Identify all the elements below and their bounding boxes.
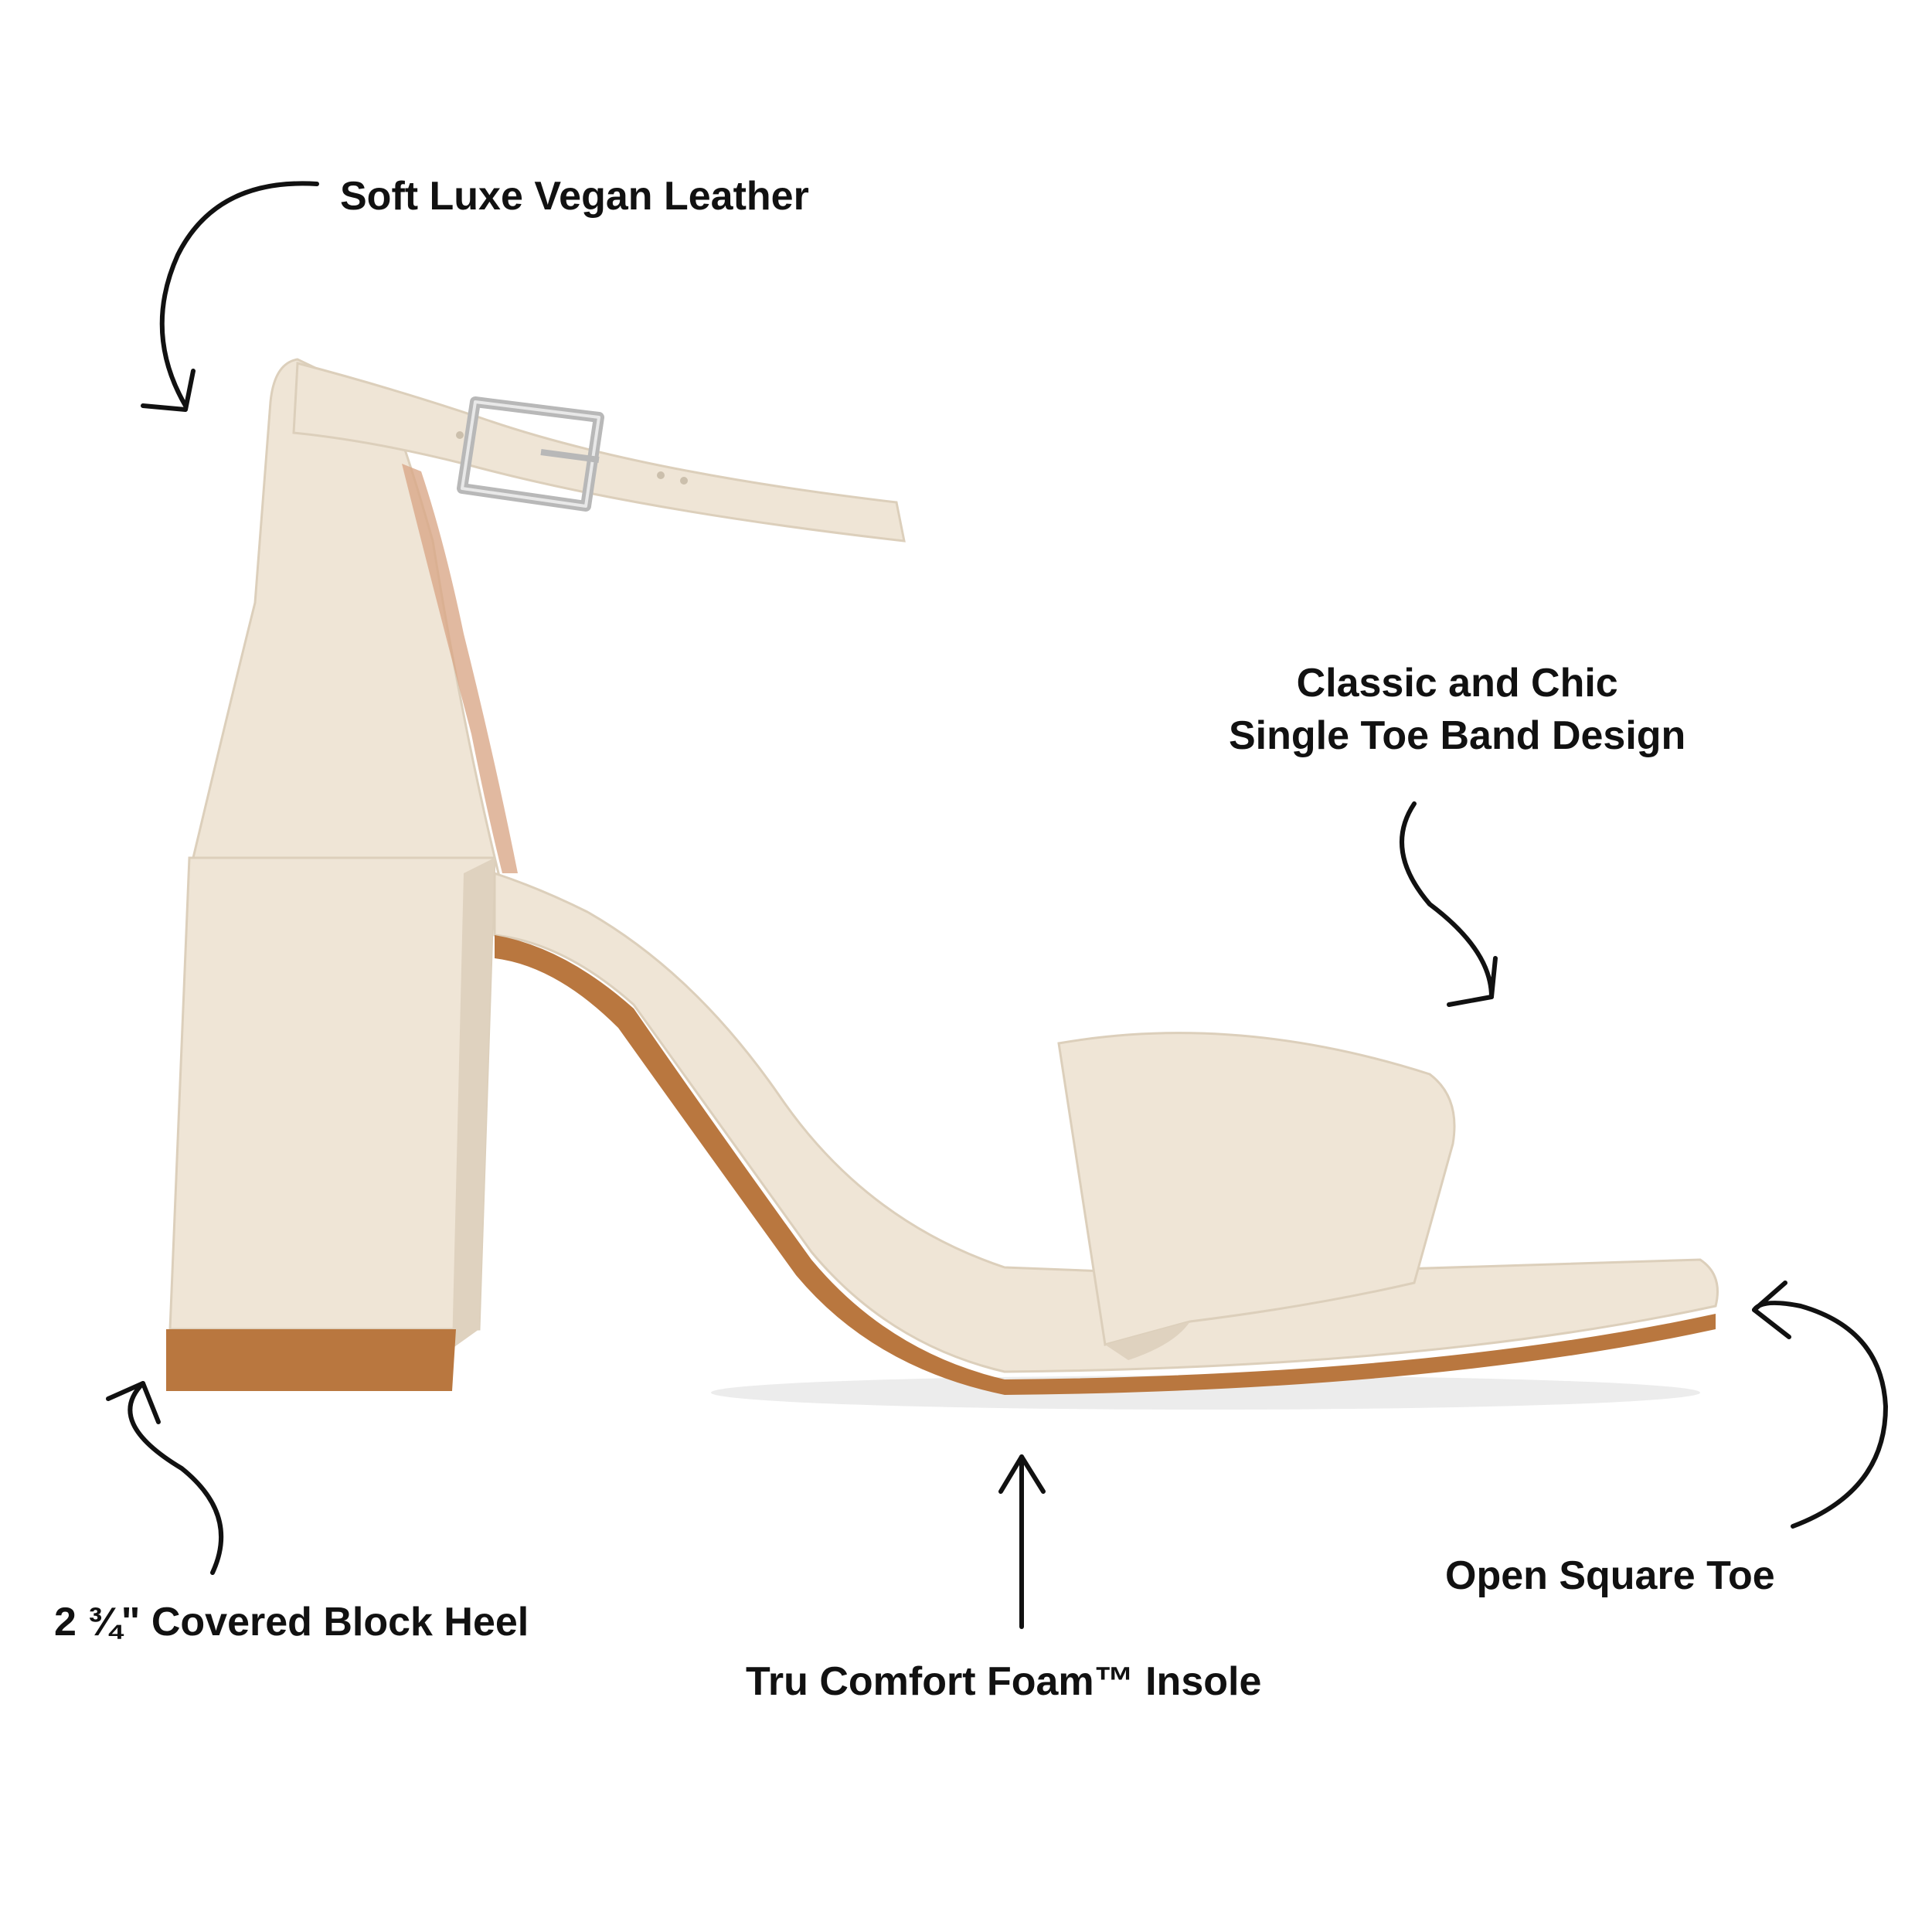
strap-hole <box>680 477 688 485</box>
strap-hole <box>456 431 464 439</box>
heel-side-shade <box>452 858 495 1349</box>
toe-band-shade <box>1105 1321 1190 1360</box>
toe-band <box>1057 1032 1456 1346</box>
toe-band-feature-label: Classic and Chic Single Toe Band Design <box>1229 657 1685 762</box>
strap-hole <box>657 471 665 479</box>
heel-arrow-icon <box>128 1381 224 1575</box>
heel-cap <box>166 1329 456 1391</box>
leather-arrow-icon <box>159 181 319 408</box>
toe-feature-label: Open Square Toe <box>1445 1553 1775 1598</box>
heel-feature-label: 2 ¾" Covered Block Heel <box>54 1600 529 1645</box>
insole-feature-label: Tru Comfort Foam™ Insole <box>746 1659 1262 1704</box>
toe-band-label-line1: Classic and Chic <box>1296 661 1618 706</box>
ground-shadow <box>711 1376 1700 1410</box>
arrow-icon <box>106 181 1888 1629</box>
outsole <box>495 935 1716 1395</box>
toe-arrow-icon <box>1752 1301 1888 1529</box>
block-heel <box>168 856 496 1331</box>
heel-lining <box>402 464 518 873</box>
toe-band-arrow-icon <box>1400 801 1494 999</box>
leather-feature-label: Soft Luxe Vegan Leather <box>340 174 809 219</box>
buckle-icon <box>457 396 604 512</box>
toe-band-label-line2: Single Toe Band Design <box>1229 713 1686 758</box>
